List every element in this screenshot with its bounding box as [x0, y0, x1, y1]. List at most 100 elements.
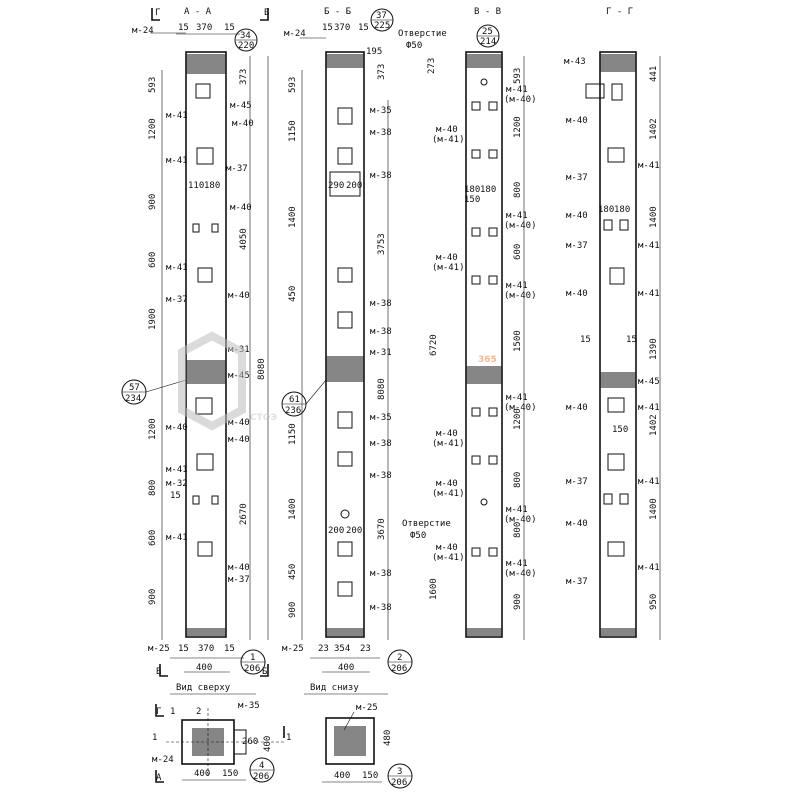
aa-callout-34-num: 34 [240, 31, 251, 41]
aa-callout-1-den: 206 [244, 664, 260, 674]
bb-m38: м-38 [370, 128, 392, 138]
vv-m40e: м-40 [436, 543, 458, 553]
bb-m38g: м-38 [370, 569, 392, 579]
gg-m40d: м-40 [566, 403, 588, 413]
base-plate-aa [186, 628, 226, 636]
aa-m37: м-37 [226, 164, 248, 174]
vv-m41pb: (м-41) [432, 263, 465, 273]
aa-dim-16: 15 [170, 491, 181, 501]
gg-m41d: м-41 [638, 403, 660, 413]
vv-m40p: (м-40) [504, 95, 537, 105]
aa-m41e: м-41 [166, 533, 188, 543]
aa-callout-57-num: 57 [129, 383, 140, 393]
aa-m32: м-32 [166, 479, 188, 489]
bb-dim-15: 15 [322, 23, 333, 33]
aa-m41b: м-41 [166, 156, 188, 166]
view-bottom: Вид снизу м-25 480 400 150 3 206 [304, 683, 413, 789]
bb-dim-3670: 3670 [377, 518, 387, 540]
gg-m40b: м-40 [566, 211, 588, 221]
aa-callout-57-den: 234 [125, 394, 141, 404]
aa-dim-900: 900 [148, 194, 158, 210]
aa-callout-1-num: 1 [250, 653, 255, 663]
bb-dim-8080: 8080 [377, 378, 387, 400]
vb-m25: м-25 [356, 703, 378, 713]
vv-dim-600: 600 [513, 244, 523, 260]
vb-dim-400: 400 [334, 771, 350, 781]
vv-m40pe: (м-40) [504, 515, 537, 525]
bb-dim-1400: 1400 [288, 206, 298, 228]
gg-dim-1400b: 1400 [649, 498, 659, 520]
vv-m40b: м-40 [436, 253, 458, 263]
vv-dim-150: 150 [464, 195, 480, 205]
view-top: Вид сверху Г 1 2 1 1 м-35 м-24 260 400 4… [152, 683, 291, 783]
aa-dim-15d: 15 [224, 644, 235, 654]
bb-dim-450: 450 [288, 286, 298, 302]
aa-m45: м-45 [230, 101, 252, 111]
aa-dim-4050: 4050 [239, 228, 249, 250]
vv-dim-6720: 6720 [429, 334, 439, 356]
bb-dim-3753: 3753 [377, 233, 387, 255]
vv-dim-800b: 800 [513, 472, 523, 488]
aa-bottom-right-mark: Б [262, 667, 267, 677]
bb-m38b: м-38 [370, 171, 392, 181]
aa-m37b: м-37 [228, 575, 250, 585]
aa-m41: м-41 [166, 111, 188, 121]
vt-label-2: 2 [196, 707, 201, 717]
vv-callout-25-num: 25 [482, 27, 493, 37]
joint-band-aa [186, 360, 226, 384]
section-gg-title: Г - Г [606, 7, 633, 17]
watermark-number: 365 [478, 355, 497, 365]
bb-dim-290: 290 [328, 181, 344, 191]
vv-m41pd: (м-41) [432, 489, 465, 499]
bb-m38c: м-38 [370, 299, 392, 309]
bb-m24: м-24 [284, 29, 306, 39]
aa-dim-1200: 1200 [148, 118, 158, 140]
gg-dim-441: 441 [649, 66, 659, 82]
vv-m40pd: (м-40) [504, 403, 537, 413]
vv-m40pf: (м-40) [504, 569, 537, 579]
aa-m37c: м-37 [166, 295, 188, 305]
section-gg: Г - Г м-43 441 1402 1400 1390 1402 1400 … [564, 7, 661, 640]
bb-dim-370: 370 [334, 23, 350, 33]
vv-dim-1500: 1500 [513, 330, 523, 352]
vt-m35: м-35 [238, 701, 260, 711]
gg-m40c: м-40 [566, 289, 588, 299]
bb-dim-23b: 23 [360, 644, 371, 654]
watermark-logo-icon [178, 331, 246, 431]
gg-m43: м-43 [564, 57, 586, 67]
gg-m37c: м-37 [566, 477, 588, 487]
vv-m41b: м-41 [506, 211, 528, 221]
bb-dim-400: 400 [338, 663, 354, 673]
gg-m41b: м-41 [638, 241, 660, 251]
aa-dim-8080: 8080 [257, 358, 267, 380]
vv-m40d: м-40 [436, 479, 458, 489]
section-bb: Б - Б 15 370 15 м-24 37 225 195 373 593 … [281, 7, 413, 675]
aa-dim-15: 15 [178, 23, 189, 33]
aa-dim-180: 180 [204, 181, 220, 191]
gg-dim-15b: 15 [626, 335, 637, 345]
gg-m37d: м-37 [566, 577, 588, 587]
vb-callout-3-num: 3 [397, 767, 402, 777]
bb-callout-37-num: 37 [376, 11, 387, 21]
aa-dim-2670: 2670 [239, 503, 249, 525]
gg-dim-1402b: 1402 [649, 414, 659, 436]
bb-callout-37-den: 225 [374, 21, 390, 31]
bb-m35b: м-35 [370, 413, 392, 423]
vt-m24: м-24 [152, 755, 174, 765]
vv-hole-dia: Ф50 [406, 41, 422, 51]
column-body-bb [325, 51, 365, 638]
aa-dim-593: 593 [148, 77, 158, 93]
vv-m41c: м-41 [506, 281, 528, 291]
vv-callout-25-den: 214 [480, 37, 496, 47]
head-plate-aa [186, 54, 226, 74]
gg-dim-950: 950 [649, 594, 659, 610]
watermark: СТОЭ 365 [178, 331, 497, 431]
bb-dim-1150b: 1150 [288, 423, 298, 445]
section-vv-title: В - В [474, 7, 501, 17]
aa-m40f: м-40 [228, 563, 250, 573]
gg-dim-180: 180 [598, 205, 614, 215]
vv-m41d: м-41 [506, 393, 528, 403]
gg-dim-180b: 180 [614, 205, 630, 215]
aa-m40b: м-40 [230, 203, 252, 213]
aa-dim-370: 370 [196, 23, 212, 33]
